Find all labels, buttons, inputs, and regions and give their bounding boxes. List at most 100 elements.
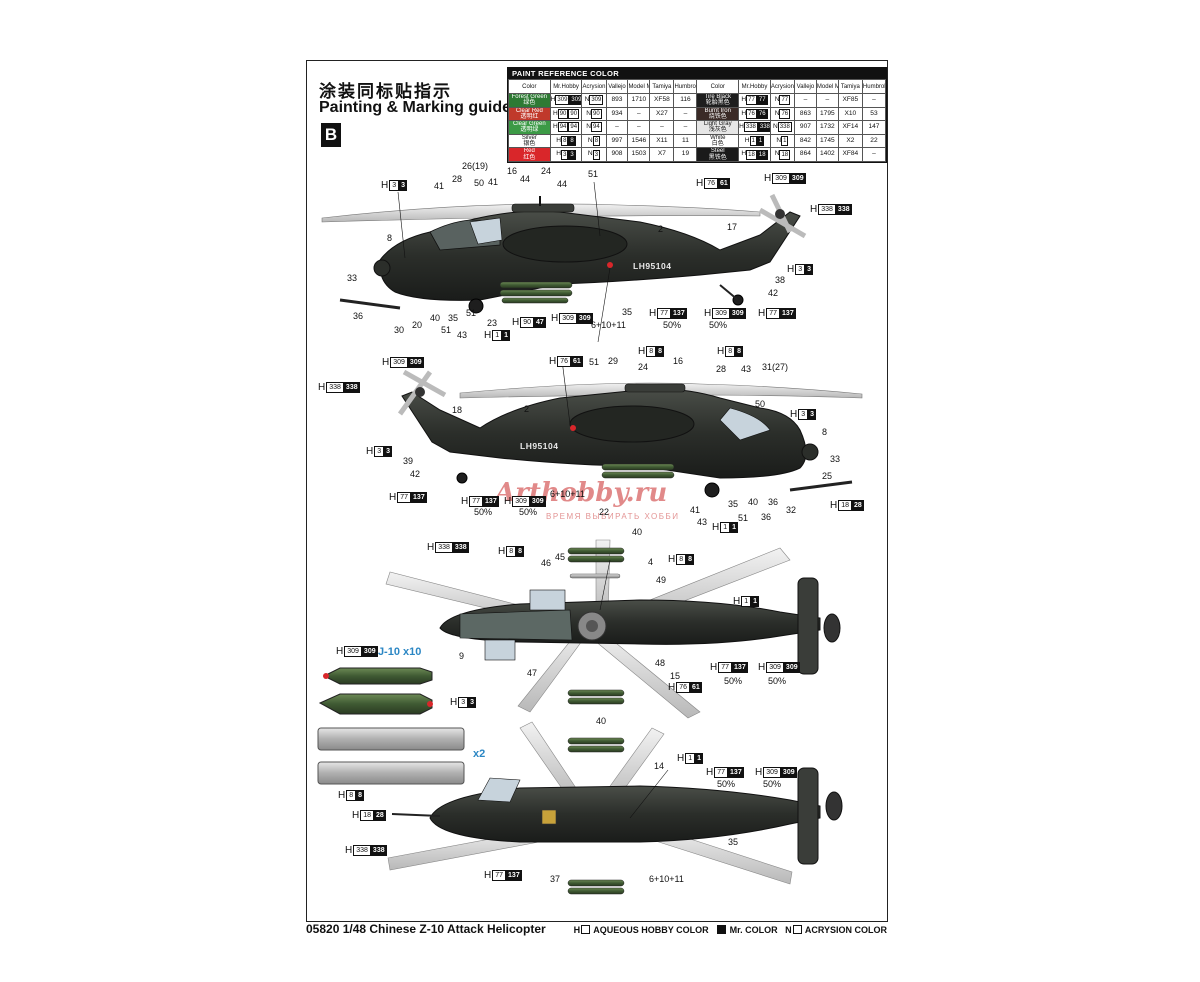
paint-table-header-cell: Acrysion [769,79,795,94]
tag-mr-code: 309 [789,173,806,184]
part-number-label: 49 [656,575,667,585]
color-name-en: Red [523,148,535,155]
tag-hobby-code: 8 [725,346,736,357]
tag-mr-code: 61 [690,682,702,693]
part-number-label: 51 [466,308,477,318]
hobby-code: 8 [561,136,569,147]
tag-hobby-code: 1 [685,753,696,764]
part-number-label: 16 [673,356,684,366]
part-number-label: 17 [727,222,738,232]
tag-hobby-code: 1 [492,330,503,341]
tag-hobby-code: 8 [676,554,687,565]
part-number-label: 15 [670,671,681,681]
part-number-label: 50% [663,320,682,330]
side-view-left [321,193,807,314]
tag-mr-code: 1 [751,596,760,607]
tag-hobby-code: 338 [435,542,453,553]
paint-table-header-cell: Acrysion [581,79,607,94]
tag-prefix: H [710,662,718,673]
part-number-label: 23 [487,318,498,328]
tag-prefix: H [336,646,344,657]
tag-hobby-code: 3 [389,180,400,191]
title-english: Painting & Marking guide [319,99,512,116]
part-number-label: 50 [755,399,766,409]
part-number-label: 50 [474,178,485,188]
part-number-label: 48 [655,658,666,668]
part-number-label: 18 [452,405,463,415]
tag-prefix: H [512,317,520,328]
tag-mr-code: 137 [732,662,748,673]
tag-prefix: H [381,180,389,191]
tag-prefix: H [717,346,725,357]
paint-table-title: PAINT REFERENCE COLOR [508,68,886,79]
tag-prefix: H [551,313,559,324]
tag-prefix: H [318,382,326,393]
tag-mr-code: 338 [370,845,387,856]
acrysion-code: 94 [591,122,602,133]
paint-table-header-cell: Tamiya [649,79,675,94]
part-number-label: 40 [596,716,607,726]
part-number-label: 43 [697,517,708,527]
color-name-en: Clear Green [512,121,546,128]
tag-prefix: H [764,173,772,184]
tag-prefix: H [712,522,720,533]
acrysion-code: 1 [781,136,789,147]
hobby-code: 1 [749,136,757,147]
part-number-label: 28 [716,364,727,374]
tag-prefix: H [484,330,492,341]
tag-hobby-code: 309 [763,767,781,778]
mr-color-code: 8 [568,136,576,147]
acrysion-code: 77 [779,95,791,106]
tank-count-label: x2 [473,748,486,760]
part-number-label: 33 [830,454,841,464]
tag-mr-code: 338 [343,382,360,393]
part-number-label: 51 [738,513,749,523]
side-view-right [397,369,863,498]
color-name-cn: 轮胎黑色 [705,100,730,107]
tag-prefix: H [461,496,469,507]
top-view [385,539,841,719]
part-number-label: 30 [394,325,405,335]
tag-hobby-code: 338 [353,845,371,856]
tag-mr-code: 137 [483,496,499,507]
title-chinese: 涂装同标贴指示 [319,82,452,102]
tag-mr-code: 1 [730,522,739,533]
mr-color-code: 3 [568,149,576,160]
registration-side1: LH95104 [633,261,672,271]
tag-hobby-code: 18 [360,810,375,821]
tag-hobby-code: 309 [559,313,577,324]
tag-hobby-code: 1 [720,522,731,533]
tag-prefix: H [706,767,714,778]
drop-tanks [317,727,465,785]
part-number-label: 46 [541,558,552,568]
paint-table-header-cell: Humbrol [673,79,698,94]
tag-hobby-code: 3 [798,409,809,420]
part-number-label: 45 [555,552,566,562]
mr-color-code: 90 [568,108,580,119]
paint-vallejo-cell: 864 [793,147,817,162]
paint-humbrol-cell: – [861,147,887,162]
paint-table-header-cell: Color [696,79,740,94]
tag-mr-code: 338 [452,542,469,553]
tag-mr-code: 8 [656,346,665,357]
tag-prefix: H [758,308,766,319]
part-number-label: 38 [775,275,786,285]
tag-prefix: H [677,753,685,764]
